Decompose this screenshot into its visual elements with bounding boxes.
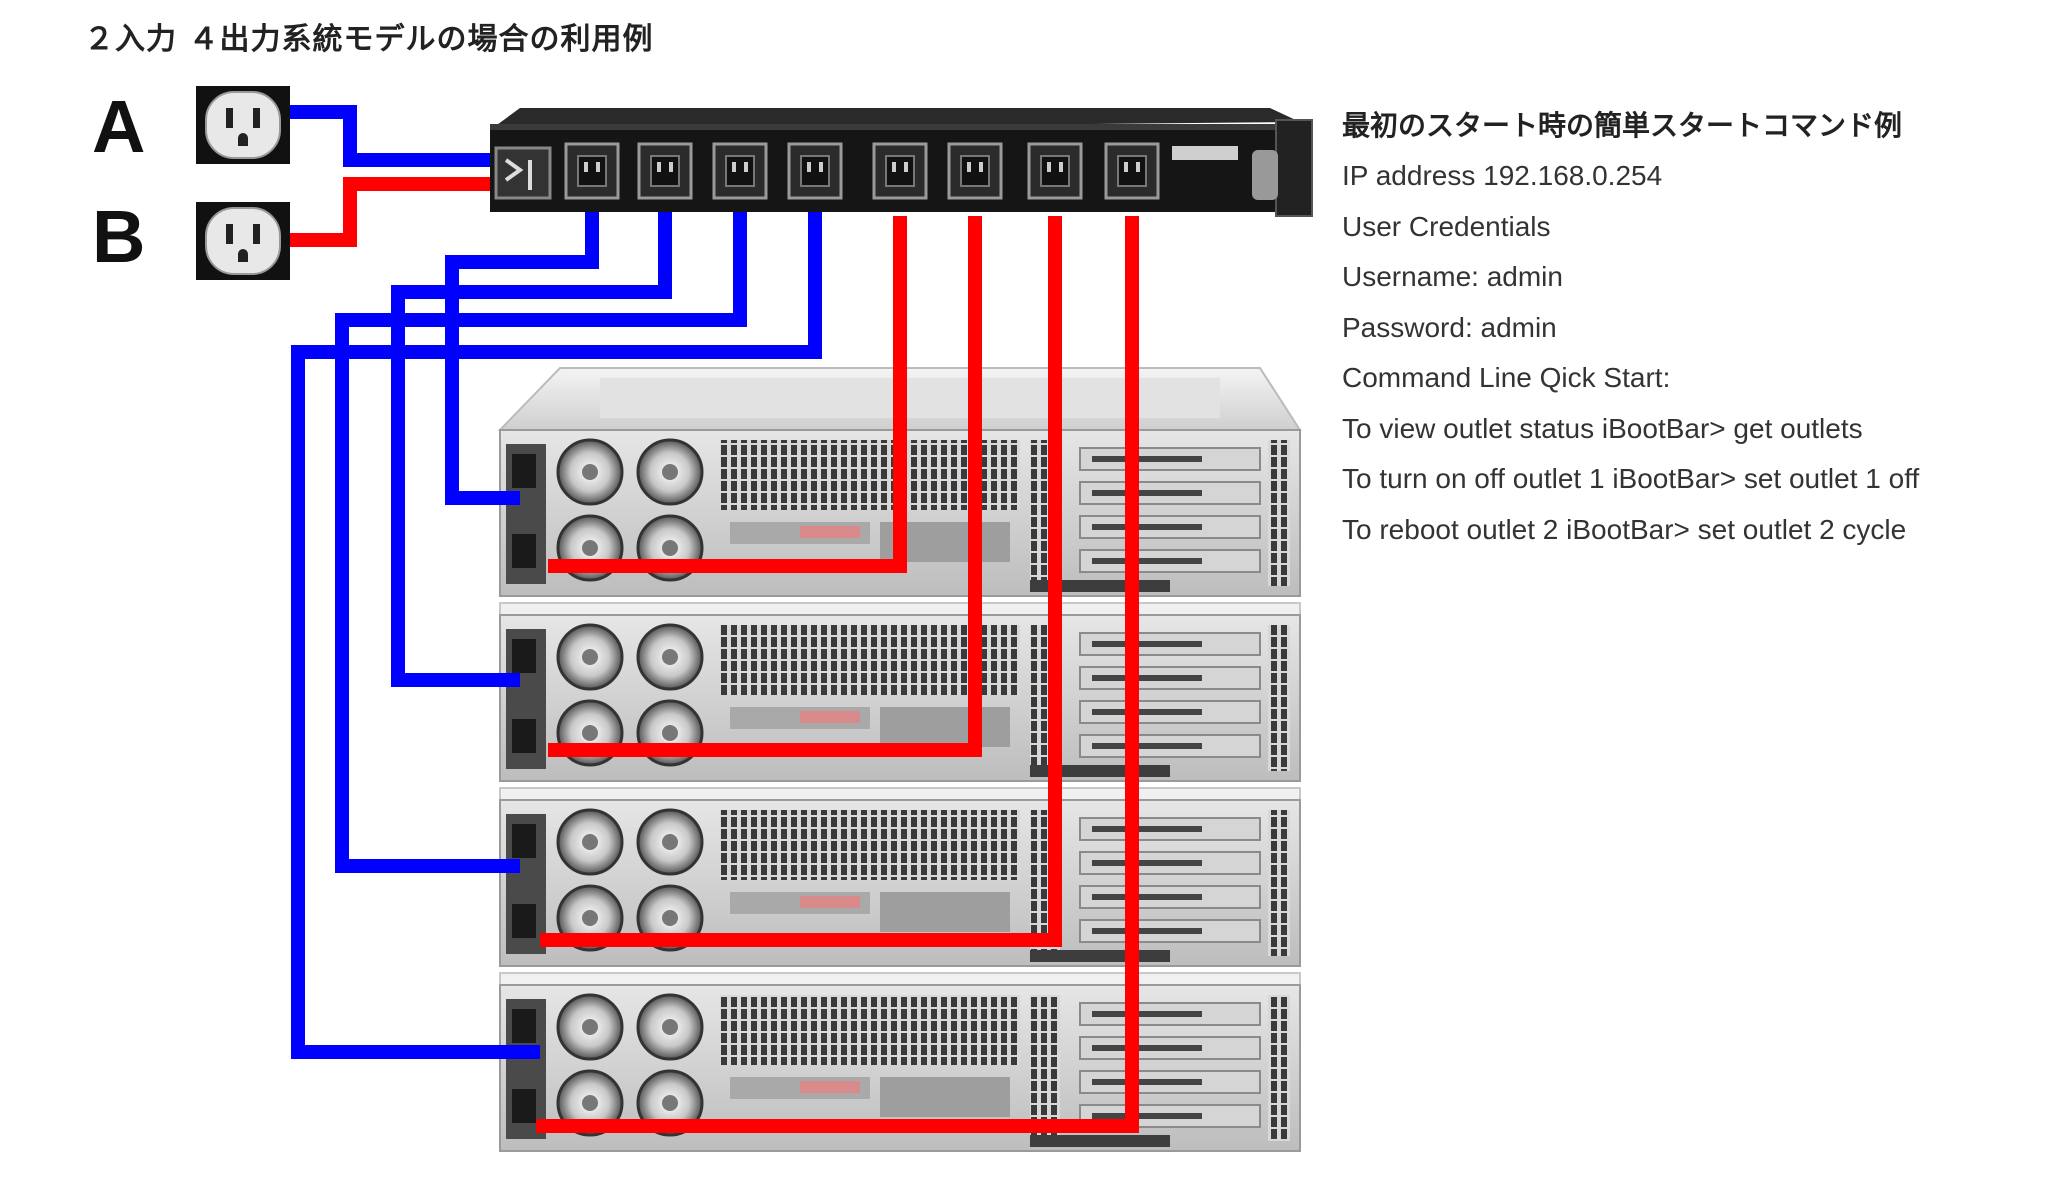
power-outlet-icon bbox=[196, 86, 290, 164]
info-line-username: Username: admin bbox=[1342, 261, 1563, 292]
cable-layer bbox=[290, 105, 1139, 1133]
source-label-b: B bbox=[92, 195, 145, 278]
pdu-outlet-icon bbox=[872, 142, 928, 200]
pdu-outlet-icon bbox=[1104, 142, 1160, 200]
quick-start-panel: 最初のスタート時の簡単スタートコマンド例 IP address 192.168.… bbox=[1342, 108, 2042, 562]
pdu-outlet-icon bbox=[787, 142, 843, 200]
pdu-outlet-icon bbox=[564, 142, 620, 200]
info-line-view-status: To view outlet status iBootBar> get outl… bbox=[1342, 412, 1863, 444]
power-cable-a bbox=[291, 212, 822, 1059]
power-cable-b bbox=[290, 177, 492, 247]
power-outlet-icon bbox=[196, 202, 290, 280]
power-cable-b bbox=[548, 216, 907, 573]
info-line-cli-heading: Command Line Qick Start: bbox=[1342, 362, 1671, 393]
power-cable-a bbox=[445, 212, 599, 505]
power-cable-a bbox=[335, 212, 747, 873]
info-line-turn-off: To turn on off outlet 1 iBootBar> set ou… bbox=[1342, 463, 1920, 494]
source-label-a: A bbox=[92, 85, 145, 168]
quick-start-title: 最初のスタート時の簡単スタートコマンド例 bbox=[1342, 109, 1903, 142]
pdu-outlet-icon bbox=[1027, 142, 1083, 200]
info-line-reboot: To reboot outlet 2 iBootBar> set outlet … bbox=[1342, 513, 1907, 545]
info-line-password: Password: admin bbox=[1342, 311, 1557, 343]
pdu-outlet-icon bbox=[637, 142, 693, 200]
info-line-ip: IP address 192.168.0.254 bbox=[1342, 160, 1663, 191]
info-line-credentials: User Credentials bbox=[1342, 210, 1551, 242]
power-cable-b bbox=[536, 216, 1139, 1133]
power-cable-a bbox=[391, 212, 672, 687]
power-cable-a bbox=[290, 105, 492, 167]
rack-server-icon bbox=[499, 602, 1301, 782]
power-cable-b bbox=[540, 216, 1062, 947]
rack-pdu-icon bbox=[490, 108, 1313, 217]
wiring-diagram: A B bbox=[92, 85, 1313, 1152]
power-cable-b bbox=[548, 216, 982, 757]
pdu-outlet-icon bbox=[712, 142, 768, 200]
page-title: ２入力 ４出力系統モデルの場合の利用例 bbox=[84, 22, 654, 57]
pdu-outlet-icon bbox=[947, 142, 1003, 200]
rack-server-icon bbox=[499, 972, 1301, 1152]
